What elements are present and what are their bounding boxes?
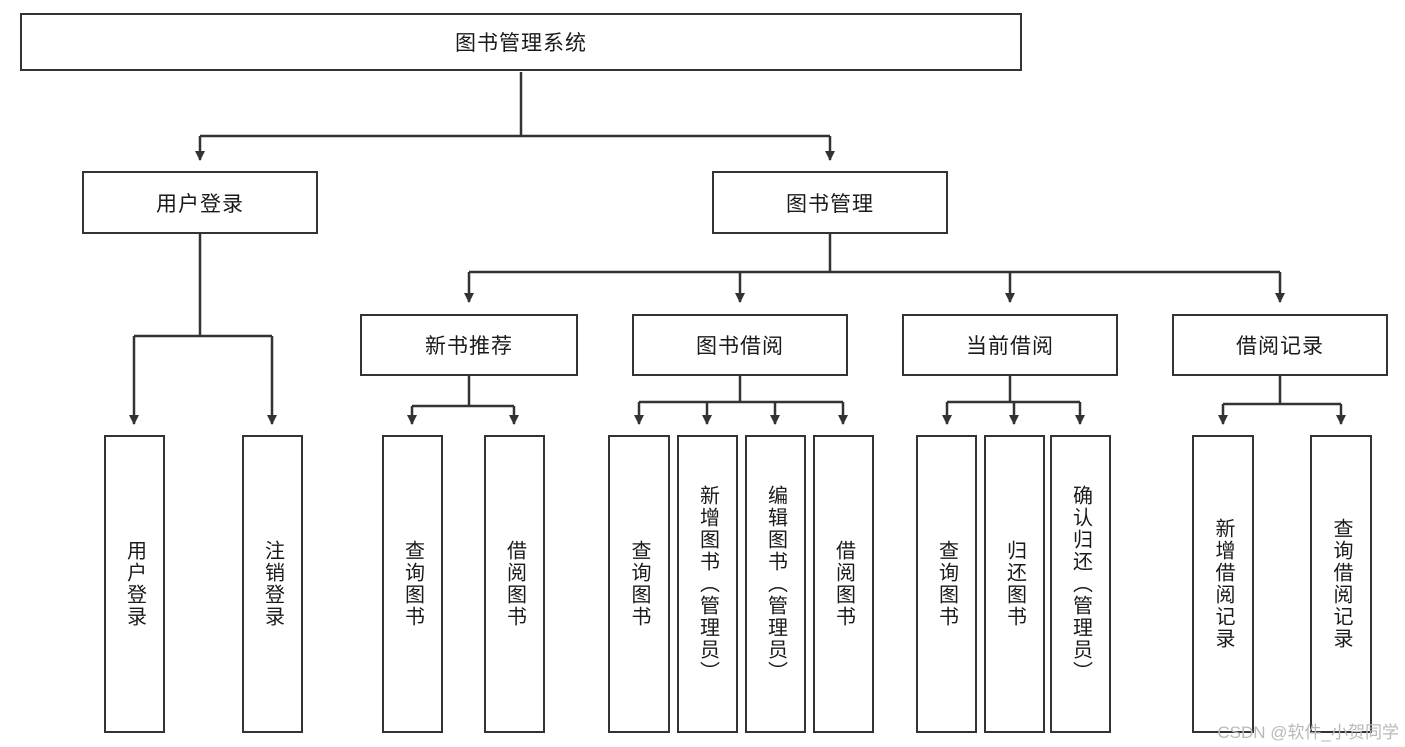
node-label: 图书管理系统 [455, 32, 587, 55]
node-leaf-add-record[interactable]: 新增借阅记录 [1192, 435, 1254, 733]
node-label: 借阅记录 [1236, 335, 1324, 358]
node-leaf-add-book[interactable]: 新增图书（管理员） [677, 435, 738, 733]
node-leaf-borrow-book-1[interactable]: 借阅图书 [484, 435, 545, 733]
node-label: 归还图书 [1003, 540, 1026, 628]
node-label: 新增图书（管理员） [696, 485, 719, 683]
csdn-watermark: CSDN @软件_小贺同学 [1217, 723, 1399, 742]
node-label: 编辑图书（管理员） [764, 485, 787, 683]
node-label: 图书管理 [786, 192, 874, 216]
node-label: 用户登录 [123, 540, 146, 628]
node-label: 图书借阅 [696, 335, 784, 358]
node-book-borrow[interactable]: 图书借阅 [632, 314, 848, 376]
node-leaf-confirm-return[interactable]: 确认归还（管理员） [1050, 435, 1111, 733]
node-leaf-logout[interactable]: 注销登录 [242, 435, 303, 733]
node-current-borrow[interactable]: 当前借阅 [902, 314, 1118, 376]
node-leaf-query-book-1[interactable]: 查询图书 [382, 435, 443, 733]
node-leaf-query-book-2[interactable]: 查询图书 [608, 435, 670, 733]
node-user-login[interactable]: 用户登录 [82, 171, 318, 234]
node-borrow-record[interactable]: 借阅记录 [1172, 314, 1388, 376]
node-leaf-edit-book[interactable]: 编辑图书（管理员） [745, 435, 806, 733]
node-label: 查询图书 [628, 540, 650, 628]
node-label: 查询借阅记录 [1330, 518, 1352, 650]
node-label: 借阅图书 [503, 540, 526, 628]
node-label: 注销登录 [261, 540, 284, 628]
node-label: 查询图书 [935, 540, 958, 628]
node-leaf-query-book-3[interactable]: 查询图书 [916, 435, 977, 733]
node-leaf-return-book[interactable]: 归还图书 [984, 435, 1045, 733]
node-label: 借阅图书 [832, 540, 855, 628]
node-book-manage[interactable]: 图书管理 [712, 171, 948, 234]
node-new-book-recommend[interactable]: 新书推荐 [360, 314, 578, 376]
node-leaf-query-record[interactable]: 查询借阅记录 [1310, 435, 1372, 733]
node-label: 确认归还（管理员） [1069, 485, 1092, 683]
node-leaf-user-login[interactable]: 用户登录 [104, 435, 165, 733]
node-label: 用户登录 [156, 192, 244, 216]
node-root[interactable]: 图书管理系统 [20, 13, 1022, 71]
node-label: 新增借阅记录 [1212, 518, 1234, 650]
node-label: 查询图书 [401, 540, 424, 628]
node-leaf-borrow-book-2[interactable]: 借阅图书 [813, 435, 874, 733]
node-label: 当前借阅 [966, 335, 1054, 358]
node-label: 新书推荐 [425, 335, 513, 358]
